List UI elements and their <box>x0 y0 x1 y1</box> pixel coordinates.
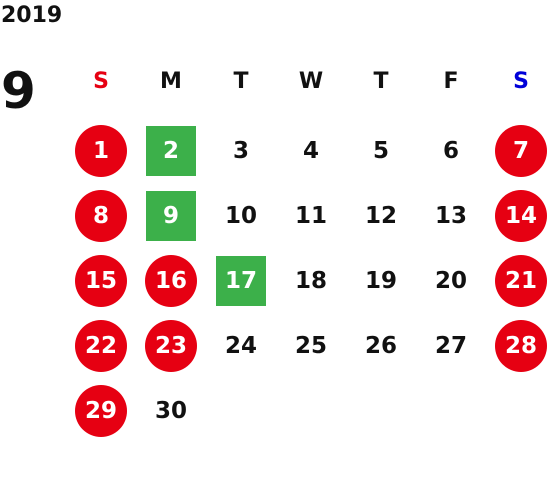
holiday-day-number: 16 <box>145 255 197 307</box>
holiday-day-number: 7 <box>495 125 547 177</box>
day-cell-16: 16 <box>143 255 199 307</box>
highlighted-day-number: 17 <box>216 256 266 306</box>
day-number: 27 <box>434 333 467 359</box>
day-number: 24 <box>224 333 257 359</box>
day-number: 18 <box>294 268 327 294</box>
day-number: 25 <box>294 333 327 359</box>
day-cell-29: 29 <box>73 385 129 437</box>
year-label: 2019 <box>1 3 63 28</box>
day-cell-30: 30 <box>143 385 199 437</box>
day-number: 4 <box>302 138 319 164</box>
day-cell-25: 25 <box>283 320 339 372</box>
day-cell-10: 10 <box>213 190 269 242</box>
day-cell-5: 5 <box>353 125 409 177</box>
day-cell-4: 4 <box>283 125 339 177</box>
day-cell-20: 20 <box>423 255 479 307</box>
month-number: 9 <box>1 62 36 120</box>
weekday-header-sun: S <box>93 68 109 94</box>
day-cell-21: 21 <box>493 255 548 307</box>
holiday-day-number: 14 <box>495 190 547 242</box>
day-cell-23: 23 <box>143 320 199 372</box>
day-cell-1: 1 <box>73 125 129 177</box>
day-number: 12 <box>364 203 397 229</box>
holiday-day-number: 29 <box>75 385 127 437</box>
day-cell-24: 24 <box>213 320 269 372</box>
day-cell-28: 28 <box>493 320 548 372</box>
day-cell-15: 15 <box>73 255 129 307</box>
day-cell-6: 6 <box>423 125 479 177</box>
day-cell-11: 11 <box>283 190 339 242</box>
day-cell-2: 2 <box>143 125 199 177</box>
day-cell-17: 17 <box>213 255 269 307</box>
day-number: 10 <box>224 203 257 229</box>
day-cell-7: 7 <box>493 125 548 177</box>
highlighted-day-number: 9 <box>146 191 196 241</box>
holiday-day-number: 23 <box>145 320 197 372</box>
day-number: 19 <box>364 268 397 294</box>
day-number: 6 <box>442 138 459 164</box>
weekday-header-fri: F <box>443 68 459 94</box>
day-cell-3: 3 <box>213 125 269 177</box>
day-cell-19: 19 <box>353 255 409 307</box>
holiday-day-number: 28 <box>495 320 547 372</box>
day-cell-27: 27 <box>423 320 479 372</box>
highlighted-day-number: 2 <box>146 126 196 176</box>
day-cell-12: 12 <box>353 190 409 242</box>
weekday-header-tue: T <box>233 68 249 94</box>
holiday-day-number: 8 <box>75 190 127 242</box>
day-cell-18: 18 <box>283 255 339 307</box>
weekday-header-sat: S <box>513 68 529 94</box>
day-cell-13: 13 <box>423 190 479 242</box>
day-number: 5 <box>372 138 389 164</box>
day-cell-22: 22 <box>73 320 129 372</box>
day-number: 13 <box>434 203 467 229</box>
day-cell-14: 14 <box>493 190 548 242</box>
weekday-header-wed: W <box>298 68 324 94</box>
day-cell-26: 26 <box>353 320 409 372</box>
day-number: 20 <box>434 268 467 294</box>
holiday-day-number: 21 <box>495 255 547 307</box>
day-number: 3 <box>232 138 249 164</box>
day-number: 11 <box>294 203 327 229</box>
holiday-day-number: 1 <box>75 125 127 177</box>
day-cell-9: 9 <box>143 190 199 242</box>
weekday-header-mon: M <box>160 68 182 94</box>
holiday-day-number: 15 <box>75 255 127 307</box>
day-number: 30 <box>154 398 187 424</box>
day-cell-8: 8 <box>73 190 129 242</box>
day-number: 26 <box>364 333 397 359</box>
weekday-header-thu: T <box>373 68 389 94</box>
holiday-day-number: 22 <box>75 320 127 372</box>
